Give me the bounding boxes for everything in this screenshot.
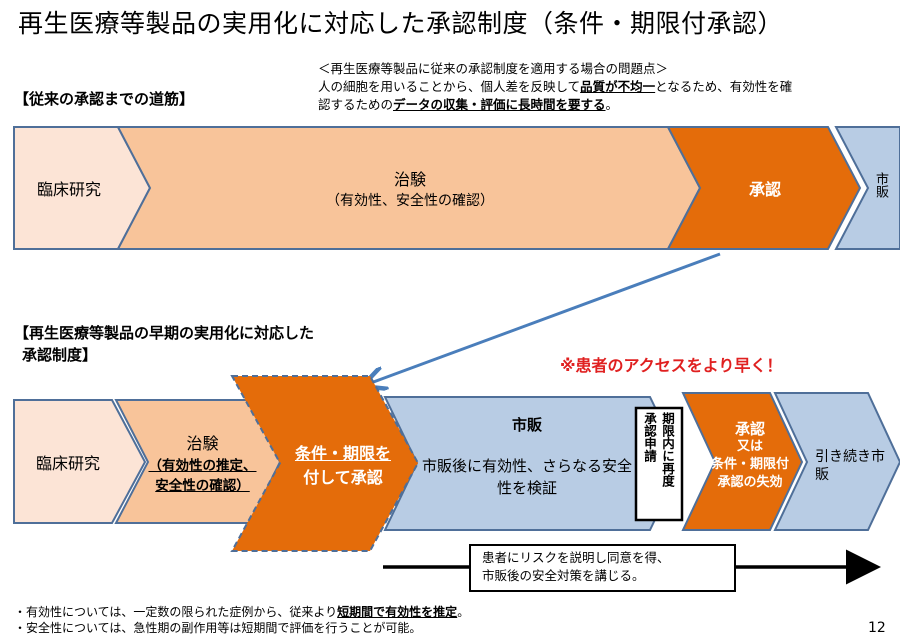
risk-note-line1: 患者にリスクを説明し同意を得、 xyxy=(482,550,670,565)
conditional-line1: 条件・期限を xyxy=(294,444,391,463)
problem-emphasis: 品質が不均一 xyxy=(580,79,656,94)
market-label: 市販 xyxy=(511,416,542,434)
trial-sub: （有効性、安全性の確認） xyxy=(326,193,494,209)
early-heading: 【再生医療等製品の早期の実用化に対応した 承認制度】 xyxy=(14,322,314,366)
footnote-line2: ・安全性については、急性期の副作用等は短期間で評価を行うことが可能。 xyxy=(14,621,422,635)
step-continue-market xyxy=(773,392,900,531)
label-trial-2: 治験 （有効性の推定、 安全性の確認） xyxy=(140,400,265,523)
problem-text: 認するための xyxy=(318,97,394,112)
approval-or: 又は xyxy=(736,439,763,454)
conventional-heading: 【従来の承認までの道筋】 xyxy=(14,90,195,108)
reapply-box xyxy=(634,406,684,522)
conditional-line2: 付して承認 xyxy=(303,468,383,487)
problem-text: 。 xyxy=(605,97,619,112)
market-sub: 市販後に有効性、さらなる安全性を検証 xyxy=(422,457,633,497)
step-clinical-research-2 xyxy=(13,399,147,524)
problem-heading: ＜再生医療等製品に従来の承認制度を適用する場合の問題点＞ xyxy=(318,61,669,76)
problem-text: となるため、有効性を確 xyxy=(655,79,793,94)
risk-note: 患者にリスクを説明し同意を得、 市販後の安全対策を講じる。 xyxy=(482,549,670,585)
label-approval-1: 承認 xyxy=(748,180,781,199)
label-clinical-research-2: 臨床研究 xyxy=(35,453,100,473)
risk-note-box xyxy=(469,544,736,592)
early-heading-line1: 【再生医療等製品の早期の実用化に対応した xyxy=(14,324,315,342)
trial-label: 治験 xyxy=(186,433,219,453)
footnotes: ・有効性については、一定数の限られた症例から、従来より短期間で有効性を推定。 ・… xyxy=(14,604,469,636)
problem-note: ＜再生医療等製品に従来の承認制度を適用する場合の問題点＞ 人の細胞を用いることか… xyxy=(318,60,792,114)
approval-label: 承認 xyxy=(734,420,765,438)
page-number: 12 xyxy=(868,620,886,636)
label-conditional-approval: 条件・期限を 付して承認 xyxy=(278,440,408,488)
reapply-line1: 期限内に再度 xyxy=(660,412,675,487)
label-clinical-research-1: 臨床研究 xyxy=(36,180,101,199)
footnote-text: 。 xyxy=(457,605,470,619)
lapse-line1: 条件・期限付 xyxy=(710,457,789,472)
footnote-text: ・有効性については、一定数の限られた症例から、従来より xyxy=(14,605,338,619)
trial-sub: （有効性の推定、 xyxy=(148,457,257,474)
step-conditional-approval xyxy=(230,375,420,552)
trial-sub: 安全性の確認） xyxy=(155,477,250,494)
label-approval-or-lapse: 承認 又は 条件・期限付 承認の失効 xyxy=(700,420,800,492)
risk-note-line2: 市販後の安全対策を講じる。 xyxy=(482,568,645,583)
problem-text: 人の細胞を用いることから、個人差を反映して xyxy=(318,79,581,94)
callout-faster-access: ※患者のアクセスをより早く！ xyxy=(560,356,783,375)
step-approval-or-lapse xyxy=(681,392,804,531)
reapply-line2: 承認申請 xyxy=(642,412,657,462)
problem-emphasis: データの収集・評価に長時間を要する xyxy=(393,97,606,112)
transition-arrow xyxy=(368,252,721,384)
label-market-1: 市販 xyxy=(873,172,888,198)
label-reapply: 期限内に再度 承認申請 xyxy=(641,412,675,516)
label-trial-1: 治験 （有効性、安全性の確認） xyxy=(150,127,670,249)
label-continue-market: 引き続き市販 xyxy=(815,449,885,483)
page-title: 再生医療等製品の実用化に対応した承認制度（条件・期限付承認） xyxy=(18,9,784,38)
label-market-2: 市販 市販後に有効性、さらなる安全性を検証 xyxy=(422,414,632,499)
early-heading-line2: 承認制度】 xyxy=(22,346,98,364)
step-approval-1 xyxy=(666,126,862,250)
lapse-line2: 承認の失効 xyxy=(717,475,783,490)
step-market-1 xyxy=(834,126,900,250)
trial-label: 治験 xyxy=(393,170,426,189)
footnote-emphasis: 短期間で有効性を推定 xyxy=(337,605,458,619)
